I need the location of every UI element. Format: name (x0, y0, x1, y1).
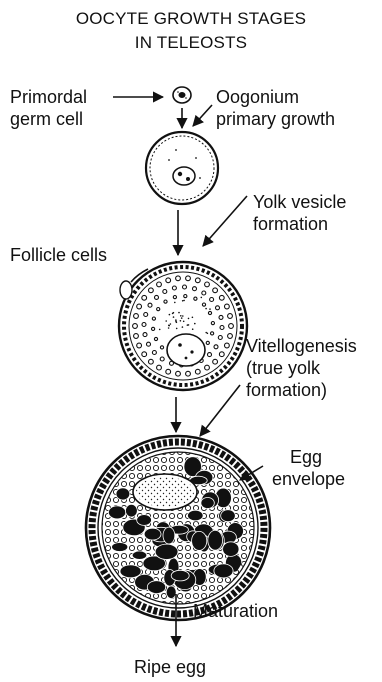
label-vitellogenesis-line1: Vitellogenesis (246, 335, 357, 357)
oogonium-cell (146, 132, 218, 204)
cytoplasm-dot (173, 316, 175, 318)
yolk-globule (155, 544, 178, 559)
label-follicle-cells: Follicle cells (10, 244, 107, 266)
cytoplasm-dot (181, 317, 183, 319)
label-primordial-line2: germ cell (10, 108, 83, 130)
cytoplasm-dot (182, 315, 184, 317)
cytoplasm-dot (205, 308, 207, 310)
cytoplasm-dot (169, 314, 171, 316)
yolk-globule (137, 515, 152, 526)
yolk-globule (112, 543, 128, 552)
yolk-globule (125, 504, 137, 517)
label-vitellogenesis-line2: (true yolk (246, 357, 320, 379)
cytoplasm-dot (180, 315, 182, 317)
yolk-globule (132, 551, 147, 559)
yolk-globule (144, 528, 161, 540)
label-egg-envelope-line2: envelope (272, 468, 345, 490)
label-yolk-vesicle-line1: Yolk vesicle (253, 191, 346, 213)
cytoplasm-dot (174, 302, 176, 304)
cytoplasm-dot (207, 333, 209, 335)
cytoplasm-dot (175, 321, 177, 323)
label-vitellogenesis-line3: formation) (246, 379, 327, 401)
cytoplasm-dot (188, 318, 190, 320)
follicle-cell-bump (120, 281, 132, 299)
cytoplasm-dot (173, 312, 175, 314)
yolk-globule (116, 488, 130, 500)
yolk-globule (120, 565, 141, 578)
label-ripe-egg: Ripe egg (134, 656, 206, 678)
yolk-globule (221, 510, 236, 522)
cytoplasm-dot (201, 297, 203, 299)
arrow-oogonium (193, 105, 212, 126)
cytoplasm-dot (183, 321, 185, 323)
yolk-globule (171, 570, 189, 581)
primordial-germ-cell (173, 87, 191, 103)
cytoplasm-dot (178, 312, 180, 314)
cytoplasm-dot (183, 300, 185, 302)
label-oogonium-line2: primary growth (216, 108, 335, 130)
cytoplasm-dot (170, 323, 172, 325)
label-yolk-vesicle-line2: formation (253, 213, 328, 235)
yolk-vesicle-oocyte (119, 262, 247, 390)
cytoplasm-dot (209, 308, 211, 310)
yolk-globule (163, 527, 175, 544)
cytoplasm-dot (168, 327, 170, 329)
yolk-globule (208, 530, 223, 550)
arrow-vitellogenesis (200, 385, 240, 436)
cytoplasm-dot (168, 325, 170, 327)
cytoplasm-dot (180, 320, 182, 322)
cytoplasm-dot (182, 300, 184, 302)
label-oogonium-line1: Oogonium (216, 86, 299, 108)
label-maturation: Maturation (193, 600, 278, 622)
cytoplasm-dot (194, 323, 196, 325)
cytoplasm-dot (165, 320, 167, 322)
cytoplasm-dot (159, 329, 161, 331)
yolk-globule (192, 531, 207, 550)
yolk-globule (223, 542, 239, 557)
cytoplasm-dot (182, 326, 184, 328)
arrow-yolk-vesicle (203, 196, 247, 246)
yolk-globule (108, 506, 125, 519)
vitellogenic-oocyte (86, 436, 270, 620)
cytoplasm-dot (192, 317, 194, 319)
label-primordial-line1: Primordal (10, 86, 87, 108)
label-egg-envelope-line1: Egg (290, 446, 322, 468)
cytoplasm-dot (192, 328, 194, 330)
cytoplasm-dot (187, 324, 189, 326)
yolk-globule (201, 498, 214, 509)
yolk-globule (166, 586, 176, 598)
yolk-globule (188, 510, 204, 521)
yolk-globule (214, 564, 233, 578)
yolk-globule (147, 581, 165, 594)
cytoplasm-dot (176, 328, 178, 330)
